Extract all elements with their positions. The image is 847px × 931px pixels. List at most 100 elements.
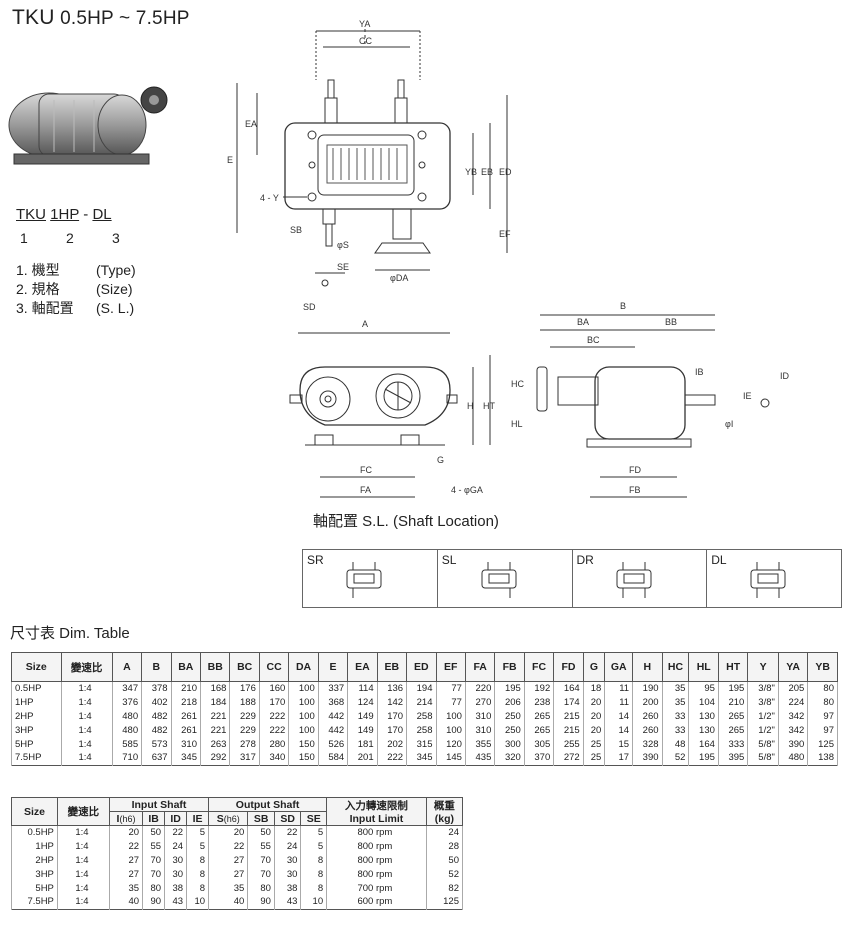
table-cell: 50 [425, 853, 464, 868]
table-cell: 30 [164, 853, 188, 868]
dim-col-header: EF [435, 652, 466, 682]
table-cell: 174 [553, 695, 584, 710]
legend-num: 1. [16, 262, 28, 278]
dim-bc: BC [587, 335, 600, 345]
dim-col-header: FC [523, 652, 555, 682]
table-cell: 345 [170, 750, 202, 766]
table-cell: 526 [317, 737, 349, 751]
table-cell: 305 [523, 737, 555, 751]
dim-col-header: CC [258, 652, 290, 682]
table-cell: 310 [464, 709, 496, 724]
table-cell: 3/8" [747, 695, 779, 710]
table-cell: 710 [111, 750, 143, 766]
table-cell: 2HP [11, 709, 62, 724]
table-cell: 27 [108, 867, 144, 882]
table-cell: 50 [142, 825, 166, 840]
table-cell: 33 [661, 723, 690, 738]
table-cell: 1:4 [60, 750, 113, 766]
table-cell: 442 [317, 709, 349, 724]
table-cell: 100 [288, 695, 319, 710]
dim-col-header: BC [229, 652, 260, 682]
dim-ba: BA [577, 317, 589, 327]
table-cell: 181 [347, 737, 378, 751]
table-cell: 1:4 [60, 681, 113, 696]
col-output-shaft: Output Shaft [208, 797, 328, 812]
table-cell: 347 [111, 681, 143, 696]
shaft-location-title: 軸配置 S.L. (Shaft Location) [313, 513, 499, 530]
dim-col-header: ED [406, 652, 437, 682]
table-cell: 25 [582, 750, 606, 766]
table-cell: 2HP [11, 853, 58, 868]
col-i-sub: (h6) [119, 813, 136, 824]
table-cell: 27 [208, 853, 249, 868]
table-cell: 164 [688, 737, 719, 751]
table-cell: 218 [170, 695, 202, 710]
dim-col-header: GA [604, 652, 634, 682]
table-cell: 238 [523, 695, 555, 710]
table-cell: 222 [258, 723, 290, 738]
table-cell: 28 [425, 839, 464, 854]
table-cell: 136 [376, 681, 408, 696]
table-cell: 800 rpm [326, 825, 427, 840]
table-cell: 10 [186, 894, 210, 910]
table-cell: 1:4 [60, 709, 113, 724]
table-cell: 0.5HP [11, 681, 62, 696]
table-cell: 435 [464, 750, 496, 766]
table-cell: 1:4 [56, 839, 110, 854]
table-cell: 125 [807, 737, 838, 751]
dim-ht: HT [483, 401, 495, 411]
table-cell: 192 [523, 681, 555, 696]
gearbox-icon [481, 562, 517, 598]
dim-fa: FA [360, 485, 371, 495]
table-cell: 700 rpm [326, 881, 427, 895]
table-cell: 20 [108, 825, 144, 840]
model-index-1: 1 [20, 230, 28, 246]
legend-en: (S. L.) [96, 300, 135, 316]
table-cell: 402 [141, 695, 172, 710]
table-cell: 80 [807, 681, 838, 696]
table-cell: 224 [777, 695, 809, 710]
dim-a: A [362, 319, 368, 329]
table-cell: 317 [229, 750, 260, 766]
table-cell: 170 [258, 695, 290, 710]
col-s-sub: (h6) [223, 813, 240, 824]
dim-4y: 4 - Y [260, 193, 279, 203]
table-cell: 30 [273, 867, 302, 882]
legend-num: 3. [16, 300, 28, 316]
dim-ya: YA [359, 19, 370, 29]
table-cell: 20 [208, 825, 249, 840]
dim-col-header: FB [494, 652, 525, 682]
table-cell: 145 [435, 750, 466, 766]
col-sd: SD [273, 811, 302, 826]
legend-num: 2. [16, 281, 28, 297]
table-cell: 265 [717, 723, 749, 738]
table-cell: 10 [300, 894, 328, 910]
table-cell: 1/2" [747, 709, 779, 724]
table-cell: 200 [632, 695, 663, 710]
table-cell: 38 [273, 881, 302, 895]
table-cell: 280 [258, 737, 290, 751]
table-cell: 38 [164, 881, 188, 895]
table-cell: 100 [288, 681, 319, 696]
table-cell: 202 [376, 737, 408, 751]
legend-zh: 規格 [31, 281, 60, 297]
col-s-label: S [216, 812, 224, 825]
table-cell: 3/8" [747, 681, 779, 696]
legend-en: (Size) [96, 281, 133, 297]
dim-col-header: HT [717, 652, 749, 682]
table-cell: 206 [494, 695, 525, 710]
legend-zh: 軸配置 [31, 300, 74, 316]
table-cell: 149 [347, 723, 378, 738]
col-id: ID [164, 811, 188, 826]
table-cell: 800 rpm [326, 839, 427, 854]
dim-se: SE [337, 262, 349, 272]
table-cell: 261 [170, 723, 202, 738]
col-i-label: I [116, 812, 120, 825]
table-cell: 328 [632, 737, 663, 751]
table-cell: 22 [273, 825, 302, 840]
table-cell: 342 [777, 709, 809, 724]
table-cell: 120 [435, 737, 466, 751]
